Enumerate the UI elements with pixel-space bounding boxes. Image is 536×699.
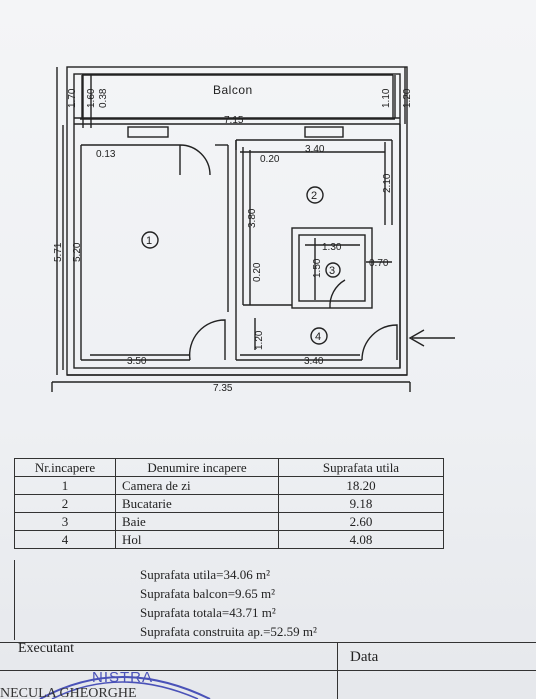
stamp-text-name: NECULA GHEORGHE	[0, 686, 137, 699]
outer-wall	[66, 66, 408, 376]
dim-3-40-top: 3.40	[305, 144, 325, 155]
table-row: 2 Bucatarie 9.18	[14, 494, 444, 513]
area-totals: Suprafata utila=34.06 m² Suprafata balco…	[140, 565, 317, 641]
dim-1-50: 1.50	[312, 258, 323, 278]
dim-1-20-right: 1.20	[402, 88, 413, 108]
cell-area: 9.18	[278, 494, 444, 513]
cell-nr: 4	[14, 530, 116, 549]
date-label: Data	[350, 649, 379, 665]
dim-1-60: 1.60	[86, 88, 97, 108]
dim-1-30: 1.30	[322, 242, 342, 253]
table-frame-line	[14, 560, 15, 640]
total-area: Suprafata totala=43.71 m²	[140, 605, 276, 620]
cell-nr: 2	[14, 494, 116, 513]
total-built-area: Suprafata construita ap.=52.59 m²	[140, 624, 317, 639]
dim-0-70: 0.70	[369, 258, 389, 269]
dim-0-13: 0.13	[96, 149, 116, 160]
cell-area: 4.08	[278, 530, 444, 549]
cell-nr: 3	[14, 512, 116, 531]
cell-name: Baie	[115, 512, 279, 531]
dim-3-40-bottom: 3.40	[304, 356, 324, 367]
official-stamp: NISTRA NECULA GHEORGHE	[0, 669, 211, 699]
room-3-marker	[325, 262, 341, 278]
table-header-row: Nr.incapere Denumire incapere Suprafata …	[14, 458, 444, 477]
room-1-marker	[141, 231, 159, 249]
table-row: 4 Hol 4.08	[14, 530, 444, 549]
header-nr: Nr.incapere	[14, 458, 116, 477]
dim-3-80: 3.80	[247, 208, 258, 228]
room-2-marker	[306, 186, 324, 204]
floor-plan: Balcon 1 2 3 4 7.15 0.13 0.20 3.40 1.30 …	[51, 66, 455, 394]
executant-label: Executant	[18, 641, 74, 656]
cell-name: Camera de zi	[115, 476, 279, 495]
dim-1-20-mid: 1.20	[254, 330, 265, 350]
dim-7-15: 7.15	[224, 115, 244, 126]
room-3-number: 3	[329, 265, 335, 277]
dim-0-20-top: 0.20	[260, 154, 280, 165]
room-4-marker	[310, 327, 328, 345]
cell-name: Hol	[115, 530, 279, 549]
footer-divider-top	[0, 642, 536, 643]
room-1-number: 1	[146, 235, 152, 247]
dim-5-20: 5.20	[72, 242, 83, 262]
dim-0-38: 0.38	[98, 88, 109, 108]
total-balcony-area: Suprafata balcon=9.65 m²	[140, 586, 276, 601]
footer-divider-bottom	[0, 670, 536, 671]
header-name: Denumire incapere	[115, 458, 279, 477]
cell-name: Bucatarie	[115, 494, 279, 513]
table-row: 1 Camera de zi 18.20	[14, 476, 444, 495]
dim-3-50: 3.50	[127, 356, 147, 367]
dim-7-35: 7.35	[213, 383, 233, 394]
table-row: 3 Baie 2.60	[14, 512, 444, 531]
rooms-table: Nr.incapere Denumire incapere Suprafata …	[14, 458, 444, 549]
stamp-text-top: NISTRA	[92, 669, 153, 686]
footer-column-separator	[337, 642, 338, 699]
total-useful-area: Suprafata utila=34.06 m²	[140, 567, 271, 582]
cell-nr: 1	[14, 476, 116, 495]
room-4-number: 4	[315, 331, 321, 343]
cell-area: 18.20	[278, 476, 444, 495]
dim-1-70: 1.70	[67, 88, 78, 108]
header-area: Suprafata utila	[278, 458, 444, 477]
balcony-label: Balcon	[213, 83, 253, 97]
dim-5-71: 5.71	[53, 242, 64, 262]
dim-1-10: 1.10	[381, 88, 392, 108]
dim-2-10: 2.10	[382, 173, 393, 193]
dim-0-20-mid: 0.20	[252, 262, 263, 282]
cell-area: 2.60	[278, 512, 444, 531]
room-2-number: 2	[311, 190, 317, 202]
